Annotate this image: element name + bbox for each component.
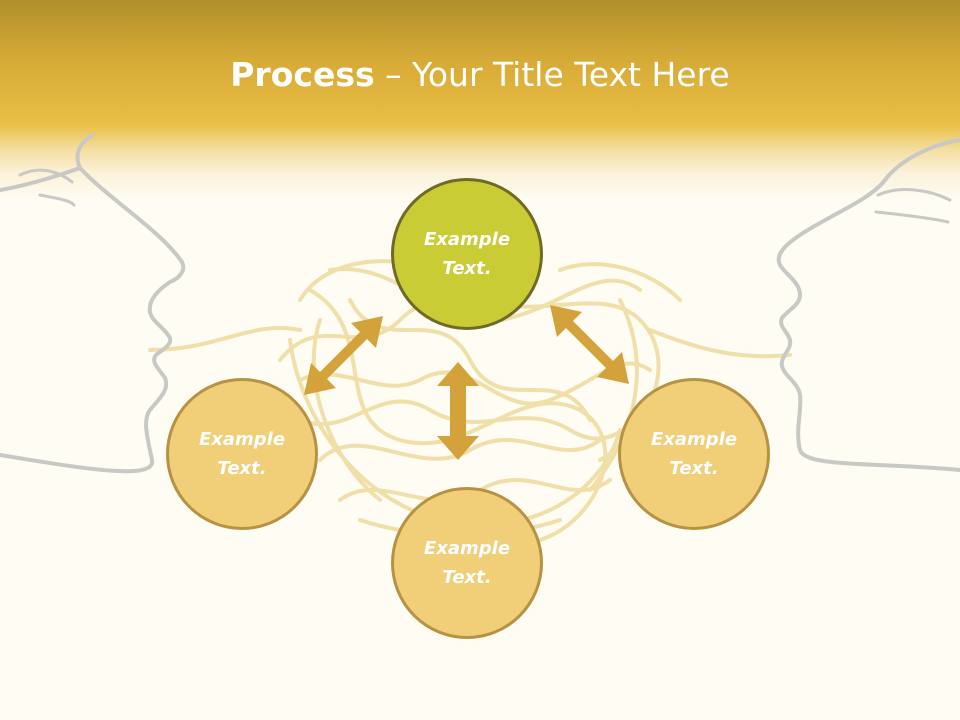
node-bottom-label: Example Text. [423, 538, 511, 588]
left-face-eye [18, 168, 76, 207]
slide-title: Process – Your Title Text Here [0, 52, 960, 98]
right-face-outline [776, 138, 960, 472]
title-rest: – Your Title Text Here [374, 55, 730, 94]
left-face-outline [0, 133, 186, 474]
node-left: Example Text. [166, 378, 318, 530]
node-left-label: Example Text. [198, 429, 286, 479]
title-bold: Process [230, 55, 375, 94]
node-top-label: Example Text. [423, 229, 511, 279]
node-top: Example Text. [391, 178, 543, 330]
right-face-eye [874, 188, 952, 224]
node-right: Example Text. [618, 378, 770, 530]
double-arrow-icon [304, 305, 629, 460]
header-band [0, 0, 960, 200]
node-bottom: Example Text. [391, 487, 543, 639]
node-right-label: Example Text. [650, 429, 738, 479]
